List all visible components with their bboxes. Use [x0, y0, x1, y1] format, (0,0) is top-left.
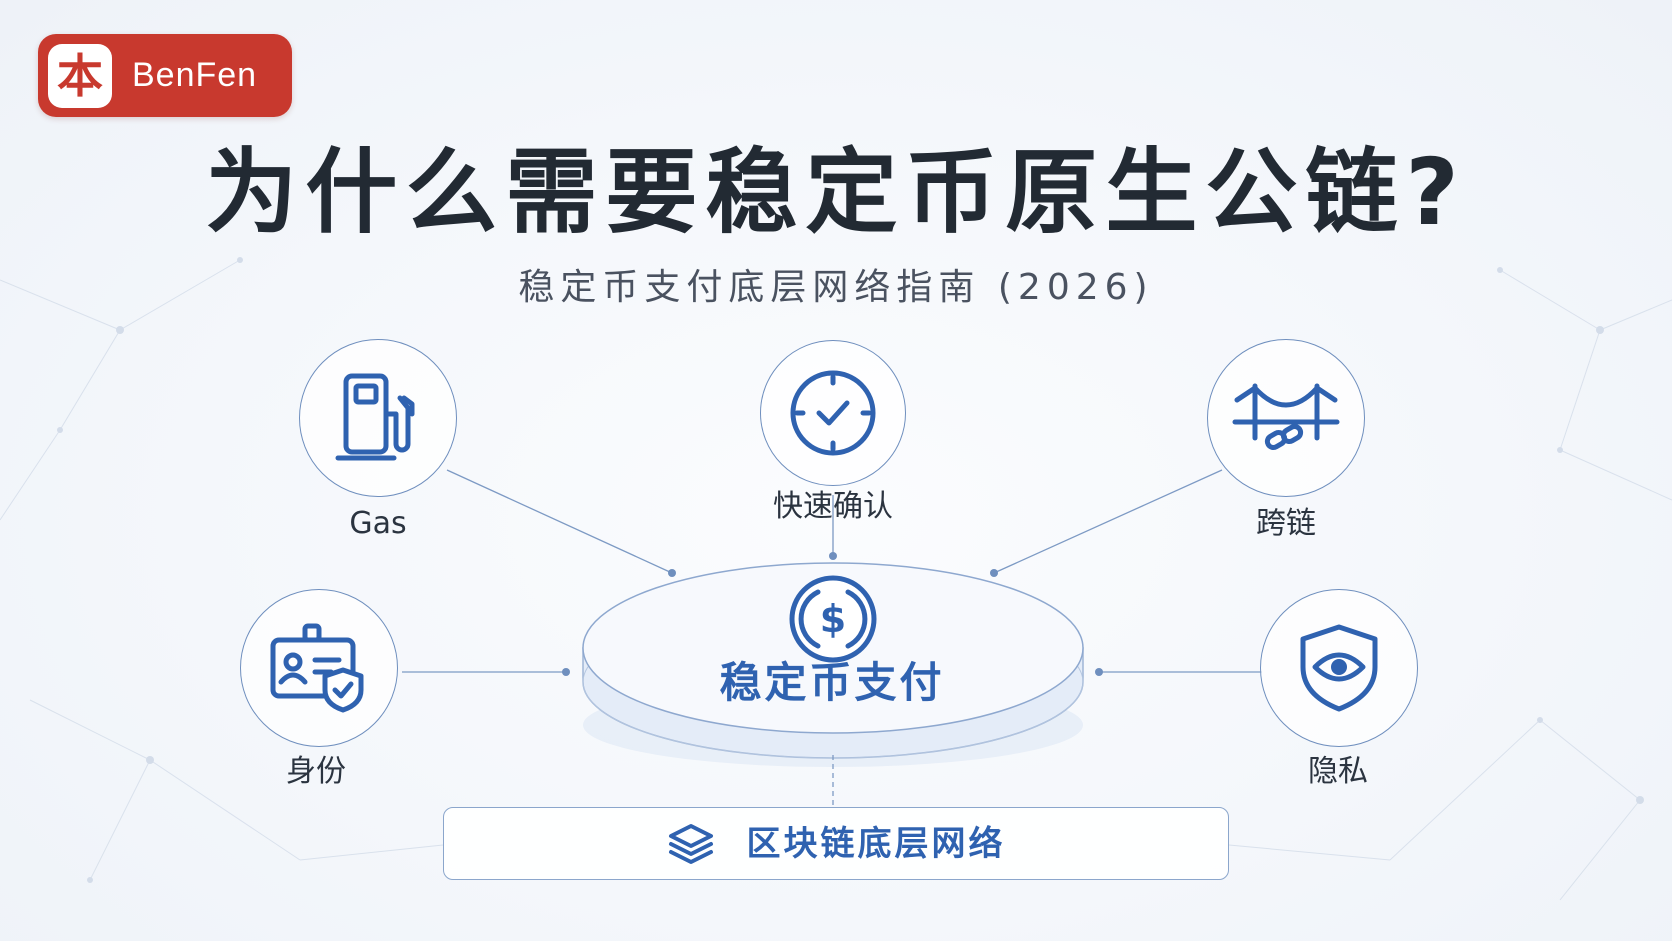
background-network	[0, 259, 1672, 901]
feature-label-privacy: 隐私	[1308, 754, 1368, 789]
dollar-coin-icon: $	[789, 575, 877, 663]
eye-shield-icon	[1300, 624, 1378, 712]
logo-glyph: 本	[57, 48, 103, 103]
benfen-logo: 本 BenFen	[38, 34, 292, 117]
svg-text:$: $	[820, 597, 846, 641]
feature-label-gas: Gas	[349, 506, 407, 541]
base-network-bar: 区块链底层网络	[443, 807, 1229, 880]
feature-label-identity: 身份	[286, 754, 346, 789]
layers-icon	[668, 823, 713, 864]
gas-pump-icon	[335, 373, 415, 461]
center-label: 稳定币支付	[719, 658, 945, 707]
base-network-label: 区块链底层网络	[746, 823, 1006, 864]
page-title: 为什么需要稳定币原生公链?	[205, 139, 1467, 246]
feature-node-gas	[299, 339, 457, 497]
feature-label-cross-chain: 跨链	[1256, 506, 1316, 541]
id-card-shield-icon	[270, 623, 364, 713]
page-subtitle: 稳定币支付底层网络指南 (2026)	[518, 267, 1154, 308]
background-nodes	[57, 257, 1644, 883]
feature-node-cross-chain	[1207, 339, 1365, 497]
feature-label-fast-confirm: 快速确认	[773, 489, 893, 524]
feature-node-identity	[240, 589, 398, 747]
feature-node-fast-confirm	[760, 340, 906, 486]
logo-mark: 本	[48, 43, 112, 108]
connector-dots	[562, 552, 1103, 676]
logo-text: BenFen	[132, 56, 258, 94]
connector-lines	[402, 469, 1262, 807]
bridge-link-icon	[1232, 383, 1340, 450]
feature-node-privacy	[1260, 589, 1418, 747]
clock-check-icon	[790, 370, 876, 456]
